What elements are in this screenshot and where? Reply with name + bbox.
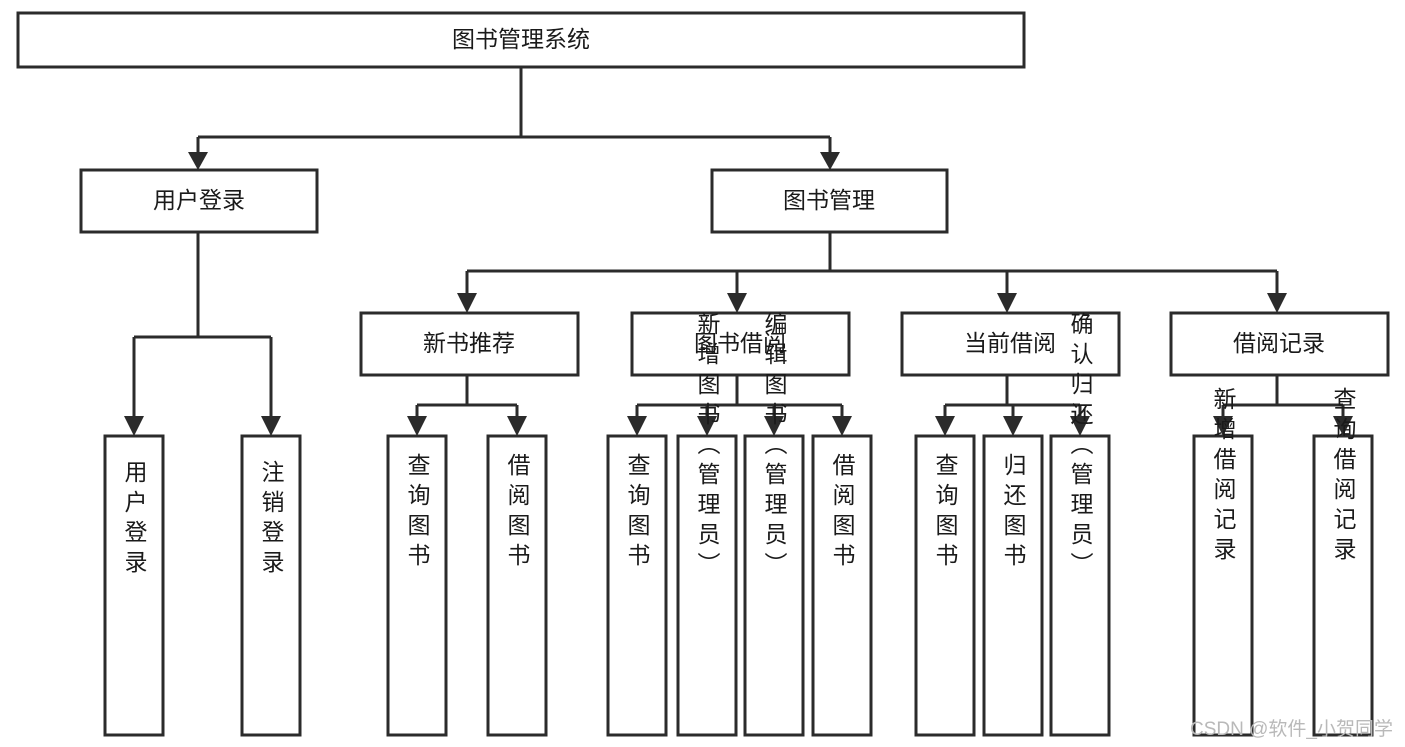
connector-group-newbook [407, 375, 527, 436]
arrowhead-bookmgmt-to-newbook [457, 293, 477, 313]
node-root-label: 图书管理系统 [452, 26, 590, 52]
arrowhead-bookmgmt-to-borrow [727, 293, 747, 313]
node-leaf-5-label: 查询图书 [624, 453, 651, 573]
arrowhead-login-to-leaf2 [261, 416, 281, 436]
node-current-label: 当前借阅 [964, 330, 1056, 356]
arrowhead-borrow-to-leaf5 [627, 416, 647, 436]
node-leaf-8-box[interactable] [811, 434, 873, 737]
arrowhead-borrow-to-leaf8 [832, 416, 852, 436]
arrowhead-login-to-leaf1 [124, 416, 144, 436]
node-root[interactable]: 图书管理系统 [16, 11, 1026, 69]
arrowhead-record-to-leaf12 [1213, 416, 1233, 436]
arrowhead-borrow-to-leaf6 [697, 416, 717, 436]
arrowhead-current-to-leaf11 [1070, 416, 1090, 436]
node-leaf-5[interactable]: 查询图书 [606, 434, 668, 737]
node-login-label: 用户登录 [153, 187, 245, 213]
node-leaf-7-label: 编辑图书（管理员） [761, 312, 788, 582]
connector-group-borrow [627, 375, 852, 436]
node-leaf-1[interactable]: 用户登录 [103, 434, 165, 737]
arrowhead-root-to-login [188, 152, 208, 170]
node-root-box[interactable] [16, 11, 1026, 69]
node-leaf-10-label: 归还图书 [1000, 453, 1027, 573]
node-bookmgmt-box[interactable] [710, 168, 949, 234]
node-login[interactable]: 用户登录 [79, 168, 319, 234]
node-leaf-13-box[interactable] [1312, 434, 1374, 737]
node-leaf-9-box[interactable] [914, 434, 976, 737]
node-leaf-3-box[interactable] [386, 434, 448, 737]
node-borrow-box[interactable] [630, 311, 851, 377]
arrowhead-root-to-bookmgmt [820, 152, 840, 170]
node-leaf-1-label: 用户登录 [121, 460, 148, 580]
arrowhead-newbook-to-leaf4 [507, 416, 527, 436]
node-leaf-8-label: 借阅图书 [829, 453, 856, 573]
node-leaf-3-label: 查询图书 [404, 453, 431, 573]
node-borrow-label: 图书借阅 [694, 330, 786, 356]
node-leaf-4[interactable]: 借阅图书 [486, 434, 548, 737]
node-leaf-13[interactable]: 查询借阅记录 [1312, 387, 1374, 737]
node-leaf-10[interactable]: 归还图书 [982, 434, 1044, 737]
node-leaf-2-label: 注销登录 [258, 460, 285, 580]
node-leaf-10-box[interactable] [982, 434, 1044, 737]
node-bookmgmt[interactable]: 图书管理 [710, 168, 949, 234]
connector-group-current [935, 375, 1090, 436]
arrowhead-current-to-leaf9 [935, 416, 955, 436]
connector-group-bookmgmt [457, 232, 1287, 313]
node-newbook[interactable]: 新书推荐 [359, 311, 580, 377]
connector-group-record [1213, 375, 1353, 436]
node-login-box[interactable] [79, 168, 319, 234]
node-leaf-9[interactable]: 查询图书 [914, 434, 976, 737]
node-newbook-box[interactable] [359, 311, 580, 377]
node-leaf-5-box[interactable] [606, 434, 668, 737]
node-leaf-2[interactable]: 注销登录 [240, 434, 302, 737]
node-leaf-2-box[interactable] [240, 434, 302, 737]
node-leaf-6-label: 新增图书（管理员） [694, 312, 721, 582]
node-leaf-4-label: 借阅图书 [504, 453, 531, 573]
node-leaf-11[interactable]: 确认归还（管理员） [1049, 312, 1111, 737]
node-leaf-8[interactable]: 借阅图书 [811, 434, 873, 737]
node-record-box[interactable] [1169, 311, 1390, 377]
node-leaf-6[interactable]: 新增图书（管理员） [676, 312, 738, 737]
node-record-label: 借阅记录 [1233, 330, 1325, 356]
node-leaf-12-label: 新增借阅记录 [1210, 387, 1237, 567]
node-leaf-12-box[interactable] [1192, 434, 1254, 737]
node-leaf-13-label: 查询借阅记录 [1330, 387, 1357, 567]
connector-group-root [188, 67, 840, 170]
connector-group-login [124, 232, 281, 436]
node-leaf-9-label: 查询图书 [932, 453, 959, 573]
arrowhead-current-to-leaf10 [1003, 416, 1023, 436]
node-bookmgmt-label: 图书管理 [783, 187, 875, 213]
arrowhead-bookmgmt-to-current [997, 293, 1017, 313]
arrowhead-bookmgmt-to-record [1267, 293, 1287, 313]
node-newbook-label: 新书推荐 [423, 330, 515, 356]
node-leaf-4-box[interactable] [486, 434, 548, 737]
node-current[interactable]: 当前借阅 [900, 311, 1121, 377]
node-leaf-3[interactable]: 查询图书 [386, 434, 448, 737]
node-leaf-12[interactable]: 新增借阅记录 [1192, 387, 1254, 737]
arrowhead-newbook-to-leaf3 [407, 416, 427, 436]
node-leaf-6-box[interactable] [676, 434, 738, 737]
node-leaf-7-box[interactable] [743, 434, 805, 737]
node-leaf-11-box[interactable] [1049, 434, 1111, 737]
node-borrow[interactable]: 图书借阅 [630, 311, 851, 377]
node-record[interactable]: 借阅记录 [1169, 311, 1390, 377]
node-current-box[interactable] [900, 311, 1121, 377]
node-leaf-1-box[interactable] [103, 434, 165, 737]
node-leaf-11-label: 确认归还（管理员） [1067, 312, 1094, 582]
node-leaf-7[interactable]: 编辑图书（管理员） [743, 312, 805, 737]
arrowhead-borrow-to-leaf7 [764, 416, 784, 436]
arrowhead-record-to-leaf13 [1333, 416, 1353, 436]
